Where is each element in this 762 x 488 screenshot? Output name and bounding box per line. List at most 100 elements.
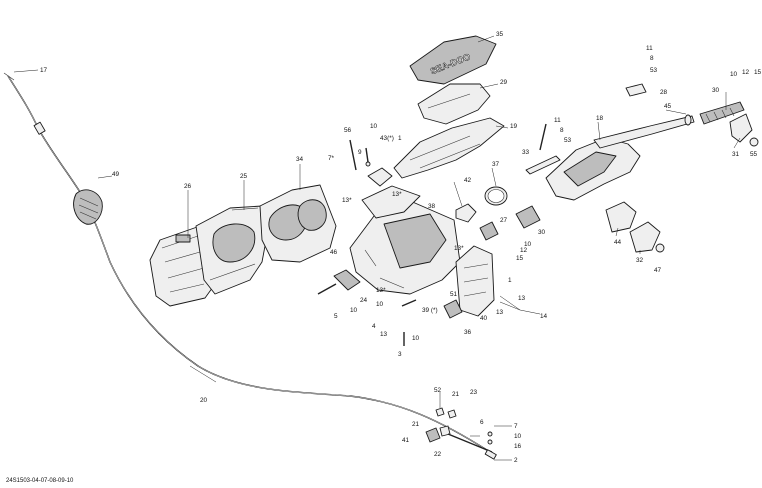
callout-34: 34: [296, 156, 304, 163]
callout-8-mid: 8: [560, 127, 564, 134]
callout-40: 40: [480, 315, 488, 322]
callout-10-bottom: 10: [412, 335, 420, 342]
boot-42: [455, 203, 477, 223]
throttle-cable: [3, 72, 491, 453]
ring-37: [484, 186, 508, 206]
bracket-43: [367, 167, 393, 187]
throttle-housing-31: [729, 113, 753, 143]
callout-19: 19: [510, 123, 518, 130]
switch-block-44: [605, 201, 637, 233]
callout-11-mid: 11: [554, 117, 561, 124]
callout-23: 23: [470, 389, 478, 396]
callout-30-grip: 30: [712, 87, 720, 94]
hood-35: SEA-DOO: [409, 35, 497, 85]
callout-15-right: 15: [754, 69, 762, 76]
bushing-36: [443, 299, 463, 319]
callout-5: 5: [334, 313, 338, 320]
callout-32: 32: [636, 257, 644, 264]
bolt-5: [317, 283, 337, 295]
callout-10-lower: 10: [376, 301, 384, 308]
callout-10-mid: 10: [524, 241, 532, 248]
callout-10-cable: 10: [514, 433, 522, 440]
callout-43: 43(*): [380, 135, 394, 142]
leader-lines: [13, 35, 741, 461]
callout-10-upper: 10: [370, 123, 378, 130]
bolt-56: [349, 139, 357, 171]
callout-3: 3: [398, 351, 402, 358]
cap-55: [749, 137, 759, 147]
callout-13-star-a: 13*: [342, 197, 352, 204]
callout-55: 55: [750, 151, 758, 158]
switch-block-32: [629, 221, 661, 253]
callout-14: 14: [540, 313, 548, 320]
callout-21-top: 21: [452, 391, 460, 398]
console-panel-19: [393, 117, 505, 179]
callout-28: 28: [660, 89, 668, 96]
callout-8-top: 8: [650, 55, 654, 62]
callout-17: 17: [40, 67, 48, 74]
callout-39: 39 (*): [422, 307, 438, 314]
callout-29: 29: [500, 79, 508, 86]
callout-15: 15: [516, 255, 524, 262]
lever-33: [525, 155, 561, 175]
callout-12-right: 12: [742, 69, 750, 76]
callout-30-spring: 30: [538, 229, 546, 236]
handlebar: [593, 115, 695, 149]
callout-12: 12: [520, 247, 528, 254]
callout-56: 56: [344, 127, 352, 134]
callout-10-right: 10: [730, 71, 738, 78]
body-shroud-25: [195, 205, 269, 295]
screw-39: [401, 299, 417, 307]
callout-45: 45: [664, 103, 672, 110]
callout-13-right: 13: [496, 309, 504, 316]
callout-2: 2: [514, 457, 518, 464]
callout-6: 6: [480, 419, 484, 426]
callout-51: 51: [450, 291, 458, 298]
grommet-24: [333, 269, 361, 291]
callout-16: 16: [514, 443, 522, 450]
callout-labels: 17 49 20 26 25 34 35 29 19 56 10 9 43(*)…: [40, 31, 762, 464]
upper-cover-29: [417, 83, 491, 125]
steering-support-46: [349, 199, 461, 295]
callout-4: 4: [372, 323, 376, 330]
end-cap-45: [684, 114, 692, 126]
spring-27: [479, 221, 499, 241]
callout-35: 35: [496, 31, 504, 38]
bracket-38: [361, 185, 421, 219]
screw-11-8: [539, 123, 547, 151]
callout-37: 37: [492, 161, 500, 168]
grip-30: [699, 101, 745, 125]
steering-column-18: [545, 137, 641, 201]
spring-30: [515, 205, 541, 229]
knob-47: [655, 243, 665, 253]
callout-46: 46: [330, 249, 338, 256]
callout-7-star: 7*: [328, 155, 335, 162]
callout-53-mid: 53: [564, 137, 572, 144]
callout-24: 24: [360, 297, 368, 304]
callout-27: 27: [500, 217, 508, 224]
callout-18: 18: [596, 115, 604, 122]
bolt-10-9: [365, 147, 371, 167]
callout-7: 7: [514, 423, 518, 430]
callout-49: 49: [112, 171, 120, 178]
callout-13-star-d: 13*: [376, 287, 386, 294]
callout-13-far: 13: [518, 295, 526, 302]
callout-44: 44: [614, 239, 622, 246]
steering-cover-34: [259, 184, 337, 263]
callout-13-star-e: 13: [380, 331, 388, 338]
callout-1-right: 1: [508, 277, 512, 284]
callout-53-top: 53: [650, 67, 658, 74]
callout-31: 31: [732, 151, 740, 158]
callout-38: 38: [428, 203, 436, 210]
callout-36: 36: [464, 329, 472, 336]
callout-26: 26: [184, 183, 192, 190]
callout-21-left: 21: [412, 421, 420, 428]
callout-13-star-c: 13*: [454, 245, 464, 252]
callout-47: 47: [654, 267, 662, 274]
callout-9: 9: [358, 149, 362, 156]
callout-33: 33: [522, 149, 530, 156]
drawing-reference-code: 24S1503-04-07-08-09-10: [6, 478, 74, 484]
cable-end-parts: [425, 407, 497, 460]
